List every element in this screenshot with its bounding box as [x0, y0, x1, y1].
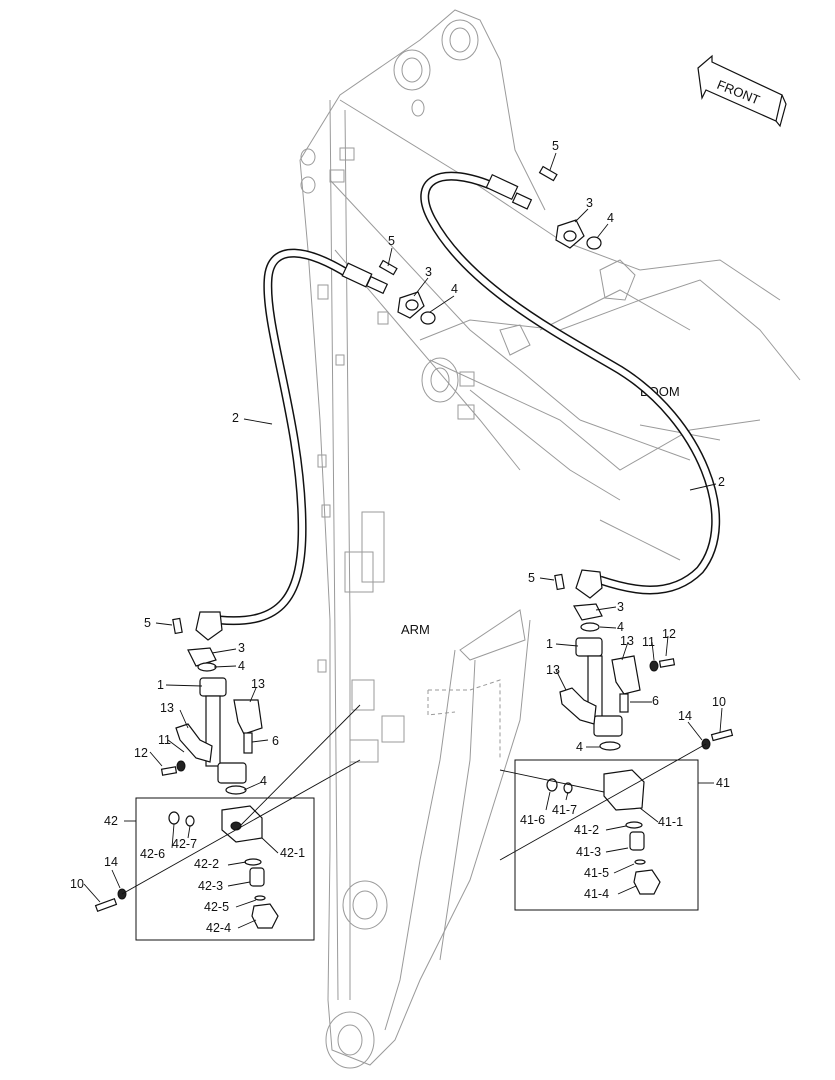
callout-bracket-l-a: 13: [251, 677, 265, 691]
part-42-1: 42-1: [280, 846, 305, 860]
callout-clamp-tl: 3: [425, 265, 432, 279]
callout-clamp-tr: 3: [586, 196, 593, 210]
callout-oring-tl: 4: [451, 282, 458, 296]
part-42-6: 42-6: [140, 847, 165, 861]
left-pipe-group: [160, 617, 263, 795]
callout-hose-right: 2: [718, 475, 725, 489]
callout-pipe-r: 1: [546, 637, 553, 651]
assembly-42-label: 42: [104, 814, 118, 828]
callout-bracket-r-b: 13: [546, 663, 560, 677]
callout-bolt-l: 5: [144, 616, 151, 630]
hose-right: [420, 171, 721, 599]
callout-hose-left: 2: [232, 411, 239, 425]
arm-label: ARM: [401, 622, 430, 637]
callout-bolt6-r: 6: [652, 694, 659, 708]
callout-bolt-r: 5: [528, 571, 535, 585]
top-right-fitting: [538, 165, 602, 250]
callout-washer14-r: 14: [678, 709, 692, 723]
callout-oring4-r-low: 4: [576, 740, 583, 754]
callout-bolt12-l: 12: [134, 746, 148, 760]
part-42-2: 42-2: [194, 857, 219, 871]
front-label: FRONT: [715, 77, 762, 108]
boom-structure: [419, 239, 801, 561]
callout-labels: 2 2 5 3 4 5 3 4 5 3 4 5 3 4 1 1 13 13 13…: [70, 139, 730, 935]
callout-bolt12-r: 12: [662, 627, 676, 641]
part-42-3: 42-3: [198, 879, 223, 893]
callout-oring4-l-low: 4: [260, 774, 267, 788]
hose-left: [195, 248, 389, 641]
callout-bolt6-l: 6: [272, 734, 279, 748]
part-41-3: 41-3: [576, 845, 601, 859]
leader-lines: [83, 152, 723, 929]
callout-oring-r: 4: [617, 620, 624, 634]
part-42-7: 42-7: [172, 837, 197, 851]
assembly-41-label: 41: [716, 776, 730, 790]
part-41-2: 41-2: [574, 823, 599, 837]
callout-oring-tr: 4: [607, 211, 614, 225]
callout-bolt-tr: 5: [552, 139, 559, 153]
part-42-4: 42-4: [206, 921, 231, 935]
callout-bracket-l-b: 13: [160, 701, 174, 715]
callout-washer11-l: 11: [158, 733, 171, 747]
callout-bracket-r-a: 13: [620, 634, 634, 648]
callout-oring-l: 4: [238, 659, 245, 673]
arm-structure: [299, 9, 581, 1069]
front-direction-arrow: FRONT: [697, 54, 787, 128]
assembly-41: [514, 728, 734, 911]
top-left-fitting: [378, 259, 436, 325]
callout-washer11-r: 11: [642, 635, 655, 649]
callout-clamp-l: 3: [238, 641, 245, 655]
callout-pipe-l: 1: [157, 678, 164, 692]
part-41-1: 41-1: [658, 815, 683, 829]
part-41-4: 41-4: [584, 887, 609, 901]
callout-bolt-tl: 5: [388, 234, 395, 248]
right-pipe-group: [554, 573, 676, 751]
part-42-5: 42-5: [204, 900, 229, 914]
callout-clamp-r: 3: [617, 600, 624, 614]
callout-bolt10-l: 10: [70, 877, 84, 891]
part-41-6: 41-6: [520, 813, 545, 827]
callout-washer14-l: 14: [104, 855, 118, 869]
part-41-7: 41-7: [552, 803, 577, 817]
callout-bolt10-r: 10: [712, 695, 726, 709]
part-41-5: 41-5: [584, 866, 609, 880]
